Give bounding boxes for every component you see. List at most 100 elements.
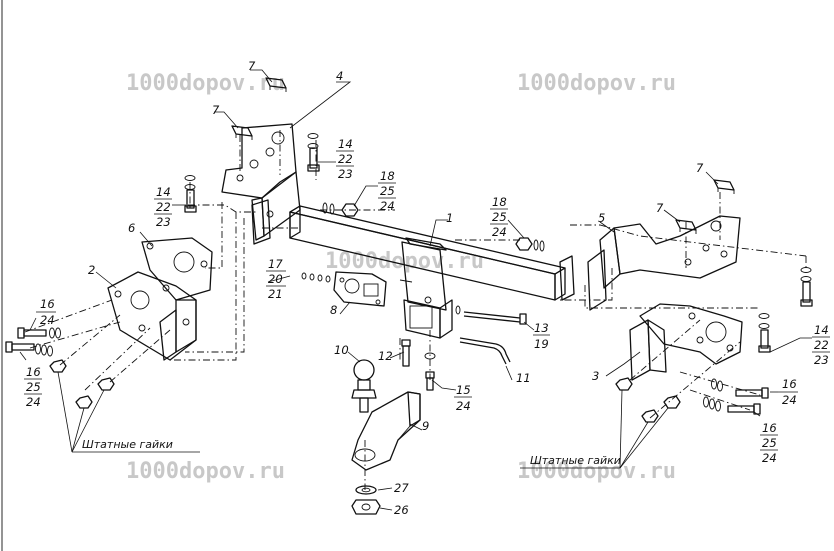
part-2-left-bracket <box>107 271 197 361</box>
svg-text:23: 23 <box>156 215 171 229</box>
callout-18-25-24-right: 18 25 24 <box>490 195 508 239</box>
svg-text:16: 16 <box>26 365 41 379</box>
callout-9: 9 <box>422 419 429 433</box>
callout-13-19: 13 19 <box>533 321 550 351</box>
callout-8: 8 <box>330 303 337 317</box>
part-17-fasteners <box>301 272 331 283</box>
svg-text:14: 14 <box>338 137 353 151</box>
svg-text:4: 4 <box>336 69 343 83</box>
svg-text:24: 24 <box>762 451 777 465</box>
part-7-plate-left-b <box>231 125 253 140</box>
svg-text:14: 14 <box>156 185 171 199</box>
nuts-left <box>49 359 115 409</box>
part-6-left-plate <box>141 237 213 301</box>
callout-11: 11 <box>516 371 531 385</box>
svg-text:24: 24 <box>456 399 471 413</box>
svg-text:21: 21 <box>268 287 283 301</box>
note-standard-nuts-right: Штатные гайки <box>530 454 621 467</box>
callout-16-24-right-upper: 16 24 <box>778 377 798 407</box>
callout-7-right-a: 7 <box>696 161 704 175</box>
callout-16-24-left-upper: 16 24 <box>36 297 56 327</box>
callout-1: 1 <box>446 211 453 225</box>
svg-text:7: 7 <box>248 59 256 73</box>
svg-text:24: 24 <box>40 313 55 327</box>
svg-text:24: 24 <box>26 395 41 409</box>
leader-lines <box>19 69 812 511</box>
svg-text:23: 23 <box>814 353 829 367</box>
part-8-socket-plate <box>333 271 387 307</box>
watermark-top-right: 1000dopov.ru <box>517 71 676 96</box>
watermark-bottom-left: 1000dopov.ru <box>126 459 285 484</box>
svg-text:24: 24 <box>380 199 395 213</box>
svg-text:6: 6 <box>128 221 135 235</box>
svg-text:11: 11 <box>516 371 531 385</box>
svg-text:7: 7 <box>656 201 664 215</box>
callout-6: 6 <box>128 221 135 235</box>
callout-17-20-21: 17 20 21 <box>266 257 286 301</box>
svg-text:24: 24 <box>492 225 507 239</box>
callout-18-25-24-left: 18 25 24 <box>378 169 396 213</box>
bolt-14-left-lower <box>184 175 197 213</box>
part-7-plate-right-a <box>713 179 735 194</box>
callout-16-25-24-left-lower: 16 25 24 <box>24 365 42 409</box>
svg-text:8: 8 <box>330 303 337 317</box>
svg-text:7: 7 <box>696 161 704 175</box>
svg-text:23: 23 <box>338 167 353 181</box>
svg-text:25: 25 <box>762 436 777 450</box>
svg-text:16: 16 <box>40 297 55 311</box>
svg-text:22: 22 <box>156 200 171 214</box>
watermark-bottom-right: 1000dopov.ru <box>517 459 676 484</box>
part-12-bolt <box>401 339 411 367</box>
svg-text:27: 27 <box>394 481 409 495</box>
part-11-clip <box>459 337 511 365</box>
callout-14-22-23-left-upper: 14 22 23 <box>336 137 354 181</box>
svg-text:15: 15 <box>456 383 471 397</box>
callout-14-22-23-left-lower: 14 22 23 <box>154 185 172 229</box>
svg-text:25: 25 <box>26 380 41 394</box>
callout-7-left-a: 7 <box>248 59 256 73</box>
nuts-right <box>615 377 681 423</box>
svg-text:5: 5 <box>598 211 605 225</box>
bolt-16-left-upper <box>17 327 61 339</box>
callout-7-right-b: 7 <box>656 201 664 215</box>
svg-text:1: 1 <box>446 211 453 225</box>
svg-text:25: 25 <box>380 184 395 198</box>
bolt-16-left-lower <box>5 341 53 357</box>
svg-text:14: 14 <box>814 323 829 337</box>
bolt-16-right-lower <box>703 396 761 415</box>
svg-text:25: 25 <box>492 210 507 224</box>
svg-text:3: 3 <box>592 369 599 383</box>
part-4-left-upper-bracket <box>221 123 301 241</box>
svg-text:10: 10 <box>334 343 349 357</box>
part-1-crossbar <box>251 199 575 339</box>
svg-text:16: 16 <box>762 421 777 435</box>
svg-text:19: 19 <box>534 337 549 351</box>
callout-16-25-24-right-lower: 16 25 24 <box>760 421 778 465</box>
svg-text:20: 20 <box>268 272 283 286</box>
part-7-plate-left-a <box>265 77 287 92</box>
svg-text:16: 16 <box>782 377 797 391</box>
part-7-plate-right-b <box>675 219 697 234</box>
assembly-lines <box>24 130 807 490</box>
bolt-16-right-upper <box>711 378 769 399</box>
part-3-right-lower-bracket <box>629 303 743 381</box>
callout-7-left-b: 7 <box>212 103 220 117</box>
bolt-14-right-lower <box>758 313 771 353</box>
svg-text:12: 12 <box>378 349 393 363</box>
watermark-top-left: 1000dopov.ru <box>126 71 285 96</box>
part-26-nut <box>351 499 381 515</box>
callout-10: 10 <box>334 343 349 357</box>
part-18-nuts-right <box>515 237 545 252</box>
svg-text:18: 18 <box>380 169 395 183</box>
note-standard-nuts-left: Штатные гайки <box>82 438 173 451</box>
part-5-right-upper-bracket <box>587 215 741 311</box>
svg-text:9: 9 <box>422 419 429 433</box>
svg-text:17: 17 <box>268 257 283 271</box>
svg-text:7: 7 <box>212 103 220 117</box>
callout-3: 3 <box>592 369 599 383</box>
callout-27: 27 <box>394 481 409 495</box>
callout-15-24: 15 24 <box>454 383 472 413</box>
callout-5: 5 <box>598 211 605 225</box>
part-10-tow-ball <box>351 359 377 413</box>
